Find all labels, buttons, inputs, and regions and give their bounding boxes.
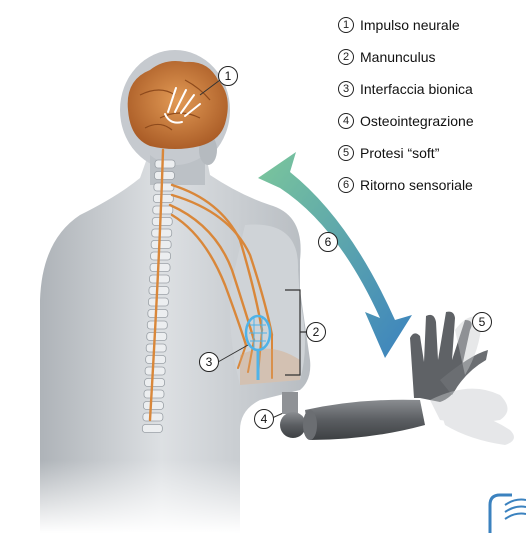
vertebra: [146, 344, 166, 352]
vertebra: [152, 218, 172, 226]
vertebra: [144, 390, 164, 398]
vertebra: [143, 413, 163, 421]
legend-number: 1: [338, 17, 354, 33]
legend-item: 2 Manunculus: [338, 46, 526, 68]
legend-label: Osteointegrazione: [360, 113, 474, 129]
callout-4: 4: [254, 409, 274, 429]
callout-5: 5: [472, 312, 492, 332]
legend-item: 1 Impulso neurale: [338, 14, 526, 36]
vertebra: [148, 298, 168, 306]
vertebra: [146, 356, 166, 364]
callout-6: 6: [318, 232, 338, 252]
vertebra: [154, 172, 174, 180]
legend-number: 5: [338, 145, 354, 161]
vertebra: [142, 425, 162, 433]
vertebra: [155, 160, 175, 168]
vertebra: [145, 367, 165, 375]
vertebra: [154, 183, 174, 191]
legend: 1 Impulso neurale 2 Manunculus 3 Interfacci…: [338, 14, 526, 206]
legend-label: Protesi “soft”: [360, 145, 439, 161]
vertebra: [152, 229, 172, 237]
callout-1: 1: [218, 66, 238, 86]
legend-number: 6: [338, 177, 354, 193]
vertebra: [147, 321, 167, 329]
callout-3: 3: [199, 352, 219, 372]
callout-2: 2: [306, 322, 326, 342]
vertebra: [151, 252, 171, 260]
legend-item: 4 Osteointegrazione: [338, 110, 526, 132]
vertebra: [143, 402, 163, 410]
legend-number: 4: [338, 113, 354, 129]
vertebra: [147, 333, 167, 341]
vertebra: [149, 287, 169, 295]
legend-number: 3: [338, 81, 354, 97]
legend-item: 6 Ritorno sensoriale: [338, 174, 526, 196]
vertebra: [148, 310, 168, 318]
legend-number: 2: [338, 49, 354, 65]
vertebra: [151, 241, 171, 249]
brain: [128, 61, 228, 149]
legend-label: Ritorno sensoriale: [360, 177, 473, 193]
vertebra: [145, 379, 165, 387]
vertebra: [150, 264, 170, 272]
legend-label: Interfaccia bionica: [360, 81, 473, 97]
legend-item: 5 Protesi “soft”: [338, 142, 526, 164]
legend-label: Manunculus: [360, 49, 436, 65]
vertebra: [150, 275, 170, 283]
vertebra: [153, 195, 173, 203]
legend-item: 3 Interfaccia bionica: [338, 78, 526, 100]
legend-label: Impulso neurale: [360, 17, 460, 33]
vertebra: [153, 206, 173, 214]
